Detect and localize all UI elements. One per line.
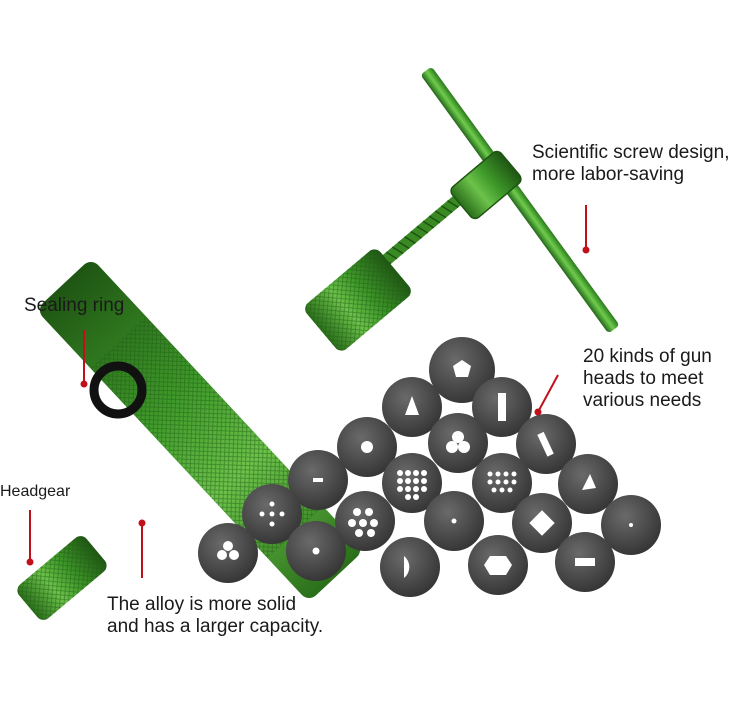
sealing-ring [89, 361, 147, 419]
disc [382, 377, 442, 437]
disc [601, 495, 661, 555]
caption-line: more labor-saving [532, 164, 685, 185]
t-handle [421, 68, 619, 332]
nozzle-discs [198, 337, 661, 597]
caption-line: and has a larger capacity. [107, 616, 324, 637]
disc [429, 337, 495, 403]
disc [558, 454, 618, 514]
disc [512, 493, 572, 553]
alloy-caption: The alloy is more solid and has a larger… [107, 594, 323, 638]
screw-design-caption: Scientific screw design, more labor-savi… [532, 142, 729, 186]
headgear-caption: Headgear [0, 483, 71, 500]
disc [335, 491, 395, 551]
caption-line: 20 kinds of gun [583, 346, 712, 367]
headgear-cap [17, 536, 107, 620]
disc [468, 535, 528, 595]
disc [337, 417, 397, 477]
disc [472, 453, 532, 513]
gun-heads-caption: 20 kinds of gun heads to meet various ne… [583, 346, 712, 412]
sealing-ring-caption: Sealing ring [24, 295, 125, 316]
pointer-lines [26, 205, 590, 578]
pointer-heads [537, 374, 559, 413]
caption-line: various needs [583, 390, 702, 411]
caption-line: The alloy is more solid [107, 594, 297, 615]
disc [555, 532, 615, 592]
caption-line: Scientific screw design, [532, 142, 730, 163]
top-collar [305, 249, 411, 351]
disc [382, 453, 442, 513]
disc [472, 377, 532, 437]
caption-line: heads to meet [583, 368, 704, 389]
disc [242, 484, 302, 544]
disc [288, 450, 348, 510]
disc [286, 521, 346, 581]
disc [424, 491, 484, 551]
handle-hub [450, 150, 522, 220]
disc [198, 523, 258, 583]
disc [516, 414, 576, 474]
disc [380, 537, 440, 597]
disc [428, 413, 488, 473]
